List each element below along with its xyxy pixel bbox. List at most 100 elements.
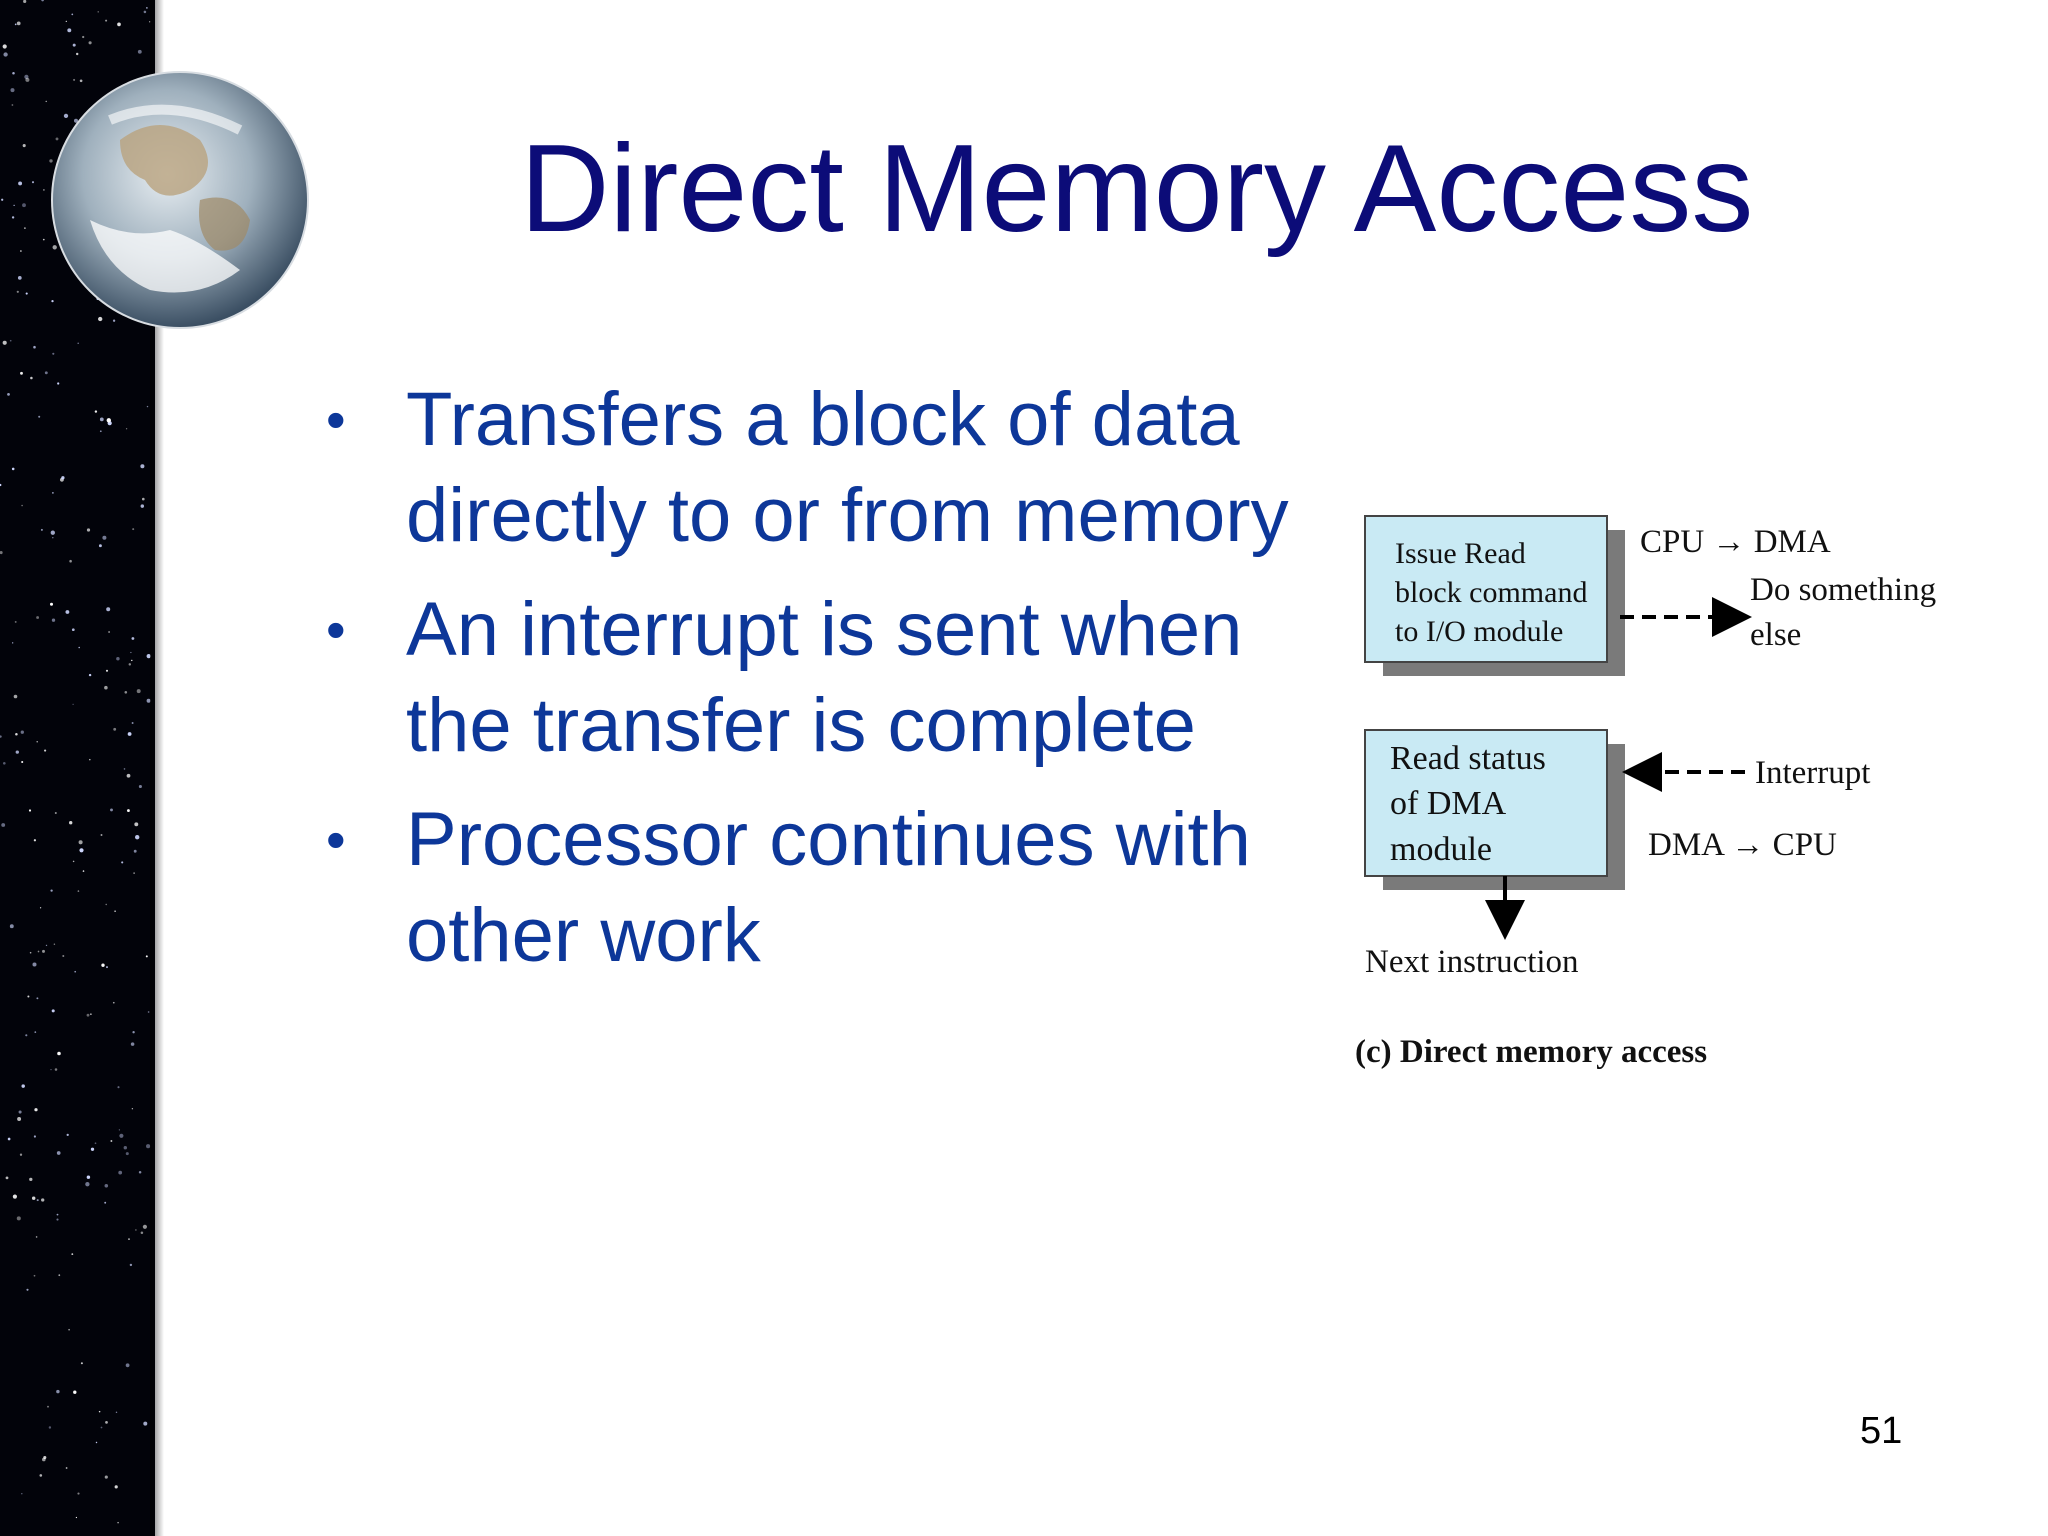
star-dot (65, 1467, 68, 1469)
star-dot (82, 870, 85, 872)
star-dot (73, 118, 79, 123)
star-dot (19, 1153, 23, 1156)
star-dot (79, 848, 84, 853)
star-dot (56, 1151, 61, 1155)
star-dot (140, 464, 145, 469)
star-dot (5, 1176, 9, 1180)
star-dot (66, 1133, 69, 1137)
star-dot (95, 1441, 98, 1444)
star-dot (16, 1216, 21, 1221)
star-dot (1, 198, 4, 201)
star-dot (117, 22, 121, 27)
star-dot (69, 821, 73, 825)
do-something-label: else (1750, 617, 1801, 653)
star-dot (54, 1068, 58, 1071)
star-dot (99, 430, 102, 433)
star-dot (52, 492, 54, 494)
star-dot (52, 352, 55, 355)
star-dot (135, 1229, 137, 1231)
star-dot (41, 1198, 45, 1202)
star-dot (98, 1410, 101, 1413)
star-dot (3, 52, 8, 57)
star-dot (101, 963, 105, 967)
box2-line: of DMA (1390, 785, 1507, 822)
star-dot (30, 376, 33, 380)
star-dot (68, 1328, 70, 1331)
star-dot (1, 823, 6, 827)
star-dot (11, 216, 15, 219)
star-dot (37, 950, 40, 953)
star-dot (106, 418, 111, 423)
star-dot (100, 1426, 103, 1429)
star-dot (110, 1140, 113, 1142)
star-dot (146, 1144, 151, 1149)
bullet-list: • Transfers a block of data directly to … (318, 372, 1348, 1002)
star-dot (33, 839, 37, 842)
star-dot (29, 951, 32, 954)
star-dot (65, 610, 70, 614)
star-dot (112, 1001, 115, 1004)
star-dot (39, 907, 42, 909)
star-dot (90, 1147, 95, 1151)
star-dot (77, 1492, 80, 1495)
star-dot (89, 758, 91, 761)
star-dot (114, 910, 116, 913)
star-dot (18, 181, 23, 186)
star-dot (116, 656, 120, 661)
star-dot (23, 0, 27, 3)
star-dot (13, 694, 18, 699)
star-dot (104, 1201, 107, 1204)
interrupt-label: Interrupt (1755, 755, 1870, 791)
star-dot (77, 890, 80, 892)
star-dot (138, 1170, 142, 1174)
star-dot (50, 530, 55, 535)
star-dot (145, 955, 148, 958)
star-dot (36, 1199, 39, 1202)
strip-shadow (150, 0, 164, 1536)
star-dot (131, 722, 134, 724)
star-dot (108, 631, 111, 633)
star-dot (143, 10, 147, 14)
star-dot (146, 405, 149, 408)
bullet-dot-icon: • (326, 598, 346, 661)
star-dot (63, 113, 69, 119)
star-dot (0, 551, 3, 555)
star-dot (62, 954, 65, 958)
star-dot (25, 77, 30, 82)
star-dot (82, 35, 85, 39)
star-dot (22, 144, 26, 148)
slide-title: Direct Memory Access (520, 120, 1754, 258)
star-dot (2, 761, 6, 765)
star-dot (73, 78, 76, 81)
star-dot (105, 19, 108, 22)
box2-line: Read status (1390, 740, 1546, 777)
star-dot (115, 1411, 118, 1414)
star-dot (131, 637, 135, 640)
star-dot (106, 607, 111, 612)
star-dot (45, 100, 47, 103)
next-instruction-label: Next instruction (1365, 944, 1579, 980)
star-dot (102, 535, 107, 540)
star-dot (14, 23, 17, 26)
star-dot (35, 1236, 38, 1238)
star-dot (29, 1177, 33, 1182)
star-dot (124, 691, 128, 694)
star-dot (72, 860, 75, 863)
star-dot (2, 44, 7, 49)
bullet-item: • Transfers a block of data directly to … (318, 372, 1348, 564)
star-dot (11, 467, 15, 471)
star-dot (38, 415, 41, 418)
star-dot (132, 528, 135, 531)
star-dot (119, 1133, 124, 1138)
star-dot (86, 528, 91, 532)
star-dot (99, 417, 104, 422)
star-dot (140, 504, 145, 508)
star-dot (129, 1263, 133, 1267)
star-dot (31, 1196, 36, 1200)
star-dot (10, 88, 15, 93)
star-dot (21, 1084, 25, 1088)
star-dot (127, 732, 132, 736)
star-dot (57, 382, 60, 385)
star-dot (126, 809, 130, 813)
star-dot (40, 528, 43, 531)
